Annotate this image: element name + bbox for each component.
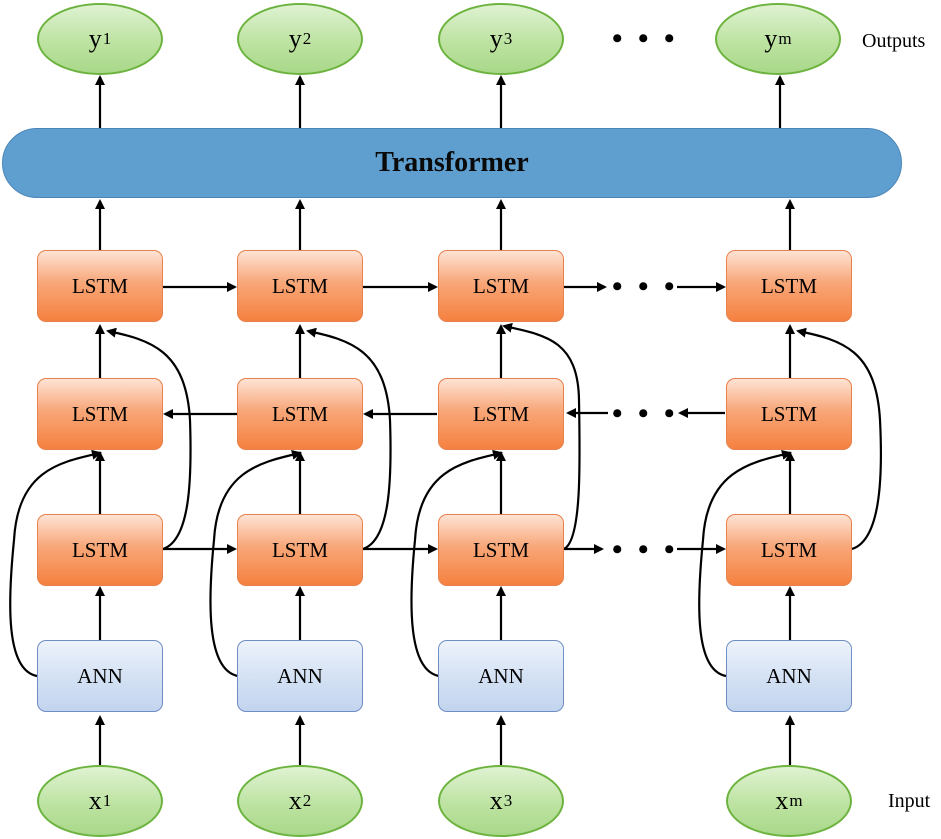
lstm-layer3-colm: LSTM [726,250,852,322]
lstm-layer2-colm: LSTM [726,378,852,450]
output-y3-base: y [489,24,503,53]
lstm-layer3-col3: LSTM [438,250,564,322]
ann-label: ANN [77,663,123,688]
ann-col2: ANN [237,640,363,712]
lstm-label: LSTM [71,401,128,426]
ann-label: ANN [478,663,524,688]
input-x2-base: x [288,786,302,815]
input-x3-sub: 3 [503,791,513,810]
lstm-label: LSTM [760,401,817,426]
ann-label: ANN [766,663,812,688]
input-x1-base: x [88,786,102,815]
lstm-label: LSTM [271,401,328,426]
input-label: Input [888,790,931,812]
layer3-ellipsis: • • • [612,270,679,303]
outputs-label: Outputs [862,30,926,52]
output-y3-sub: 3 [503,29,513,48]
output-ym-sub: m [778,29,792,48]
lstm-layer3-col1: LSTM [37,250,163,322]
lstm-label: LSTM [71,537,128,562]
lstm-label: LSTM [472,273,529,298]
layer1-ellipsis: • • • [612,533,679,566]
lstm-layer1-col2: LSTM [237,514,363,586]
ann-col3: ANN [438,640,564,712]
ann-label: ANN [277,663,323,688]
lstm-label: LSTM [472,537,529,562]
output-y1-base: y [88,24,102,53]
transformer-block: Transformer [2,128,902,198]
layer2-ellipsis: • • • [612,397,679,430]
lstm-label: LSTM [71,273,128,298]
outputs-ellipsis: • • • [612,22,679,55]
transformer-label: Transformer [375,147,529,178]
input-x3-base: x [489,786,503,815]
lstm-layer2-col2: LSTM [237,378,363,450]
ann-col1: ANN [37,640,163,712]
lstm-label: LSTM [271,273,328,298]
lstm-layer2-col1: LSTM [37,378,163,450]
input-xm-sub: m [789,791,803,810]
lstm-layer3-col2: LSTM [237,250,363,322]
ann-colm: ANN [726,640,852,712]
lstm-layer2-col3: LSTM [438,378,564,450]
output-y2-sub: 2 [302,29,312,48]
lstm-label: LSTM [472,401,529,426]
lstm-label: LSTM [760,537,817,562]
input-xm-base: x [775,786,789,815]
lstm-label: LSTM [271,537,328,562]
lstm-layer1-col1: LSTM [37,514,163,586]
output-y2-base: y [288,24,302,53]
input-x1-sub: 1 [102,791,112,810]
output-ym-base: y [764,24,778,53]
lstm-label: LSTM [760,273,817,298]
lstm-layer1-col3: LSTM [438,514,564,586]
lstm-layer1-colm: LSTM [726,514,852,586]
input-x2-sub: 2 [302,791,312,810]
output-y1-sub: 1 [102,29,112,48]
